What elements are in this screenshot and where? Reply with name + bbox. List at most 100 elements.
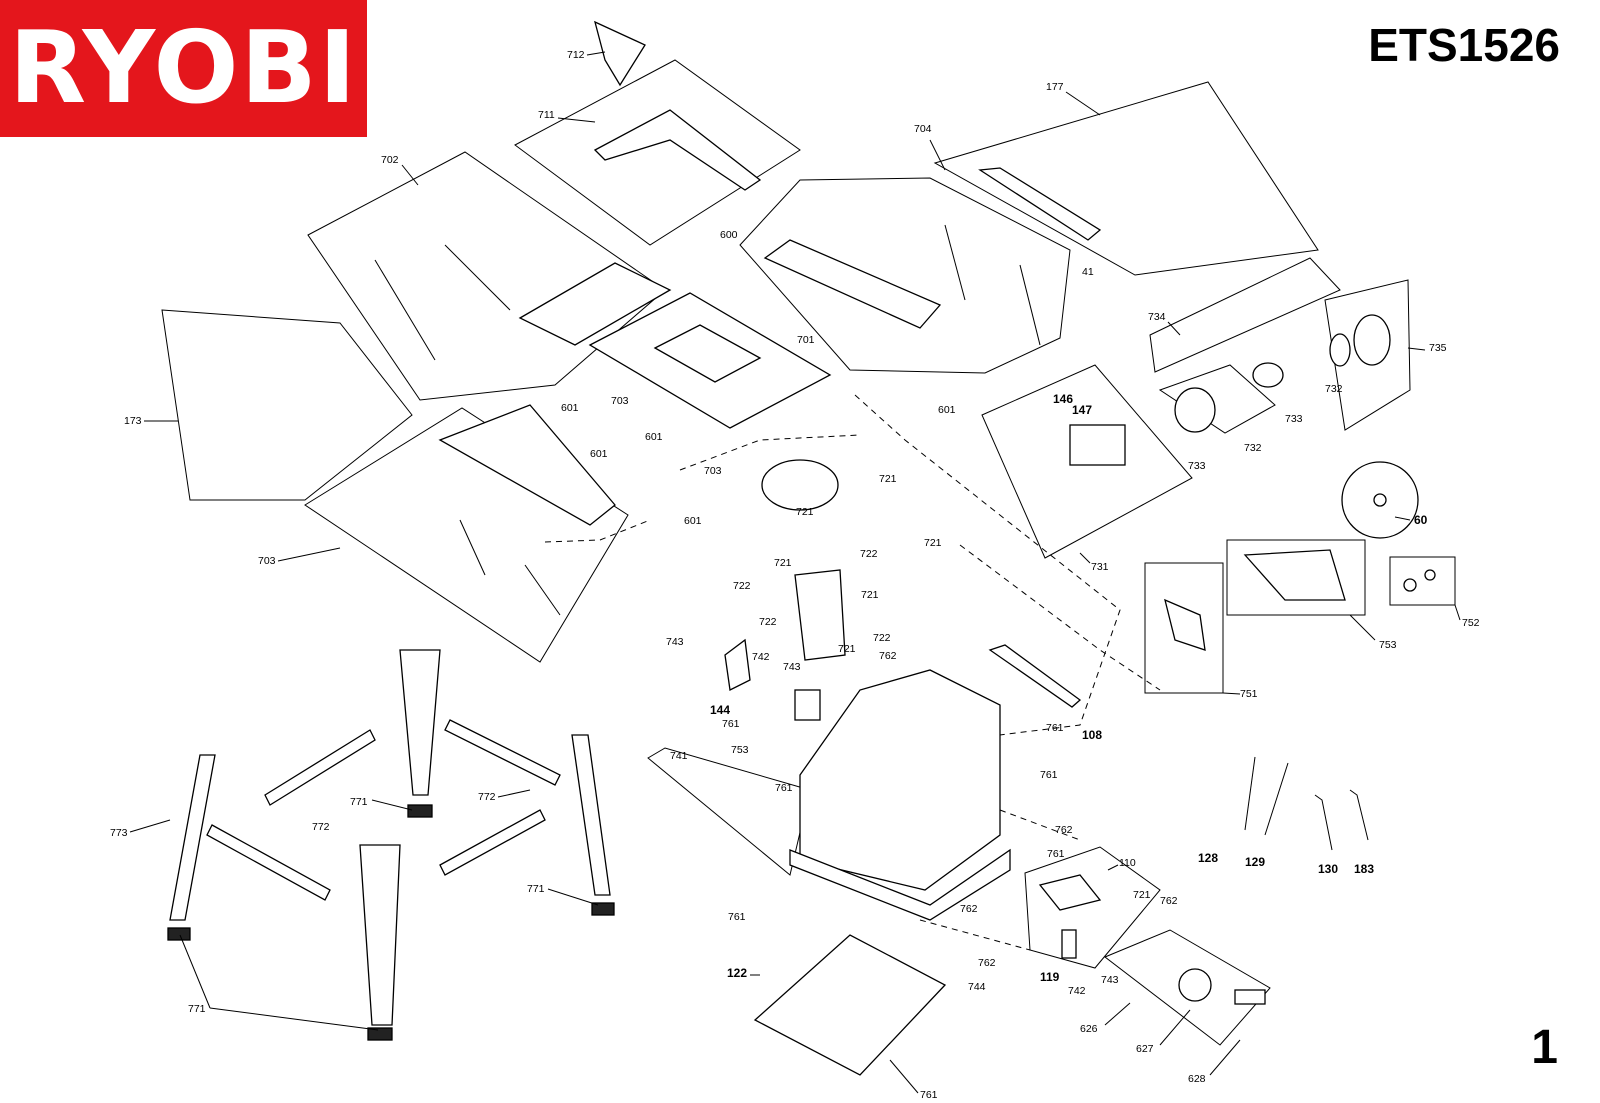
callout-627: 627 (1136, 1043, 1154, 1055)
callout-183: 183 (1354, 862, 1374, 876)
callout-732: 732 (1325, 383, 1343, 395)
support-rail (1019, 264, 1041, 346)
callout-762: 762 (1055, 824, 1073, 836)
leader-line (179, 934, 211, 1009)
page-number: 1 (1531, 1021, 1558, 1074)
callout-721: 721 (796, 506, 814, 518)
group-704-outline (739, 177, 1071, 374)
callout-173: 173 (124, 415, 142, 427)
switch-cover (724, 638, 751, 691)
callout-41: 41 (1082, 266, 1094, 278)
callout-721: 721 (879, 473, 897, 485)
group-751-outline (1144, 562, 1224, 694)
support-rail (444, 244, 511, 311)
blade-guard (1243, 549, 1346, 601)
callout-711: 711 (538, 109, 555, 121)
rear-extension-table (978, 167, 1102, 241)
callout-701: 701 (797, 334, 815, 346)
callout-744: 744 (968, 981, 986, 993)
callout-130: 130 (1318, 862, 1338, 876)
leg-foot (167, 927, 191, 941)
callout-773: 773 (110, 827, 128, 839)
stand-rail (264, 729, 376, 806)
callout-771: 771 (350, 796, 368, 808)
callout-752: 752 (1462, 617, 1480, 629)
callout-753: 753 (731, 744, 749, 756)
callout-177: 177 (1046, 81, 1064, 93)
arbor-nut (1424, 569, 1436, 581)
callout-722: 722 (759, 616, 777, 628)
leader-line (1222, 692, 1241, 695)
callout-742: 742 (752, 651, 770, 663)
leader-line (586, 51, 606, 56)
bracket-712 (594, 20, 646, 87)
callout-742: 742 (1068, 985, 1086, 997)
leader-line (277, 547, 341, 562)
leader-line (209, 1007, 379, 1031)
model-number: ETS1526 (1368, 19, 1560, 71)
callout-722: 722 (860, 548, 878, 560)
stand-rail (206, 824, 331, 901)
callout-733: 733 (1285, 413, 1303, 425)
callout-703: 703 (704, 465, 722, 477)
callout-146: 146 (1053, 392, 1073, 406)
callout-721: 721 (838, 643, 856, 655)
callout-702: 702 (381, 154, 399, 166)
assembly-line (959, 544, 1161, 691)
stand-leg (399, 649, 441, 796)
support-rail (459, 519, 486, 576)
callout-703: 703 (611, 395, 629, 407)
callout-743: 743 (1101, 974, 1119, 986)
callout-771: 771 (527, 883, 545, 895)
callout-721: 721 (924, 537, 942, 549)
support-rail (524, 564, 561, 616)
stand-leg (169, 754, 216, 921)
leader-line (1079, 552, 1091, 564)
callout-147: 147 (1072, 403, 1092, 417)
callout-721: 721 (774, 557, 792, 569)
callout-753: 753 (1379, 639, 1397, 651)
motor-can (1174, 387, 1216, 433)
stand-rail (444, 719, 561, 786)
callout-772: 772 (478, 791, 496, 803)
leader-line (1454, 604, 1461, 621)
leader-line (1349, 614, 1376, 641)
group-753-outline (1226, 539, 1366, 616)
front-extension-table (438, 404, 616, 526)
group-752-outline (1389, 556, 1456, 606)
leader-line (1159, 1009, 1191, 1046)
assembly-line (999, 809, 1081, 841)
callout-601: 601 (590, 448, 608, 460)
callout-626: 626 (1080, 1023, 1098, 1035)
leader-line (497, 789, 531, 798)
callout-722: 722 (873, 632, 891, 644)
leader-line (1104, 1002, 1131, 1026)
leader-line (1407, 347, 1426, 351)
callout-761: 761 (728, 911, 746, 923)
bottom-plate (753, 934, 947, 1076)
group-177-outline (933, 81, 1319, 276)
callout-601: 601 (938, 404, 956, 416)
stand-leg (571, 734, 611, 896)
group-173-outline (161, 309, 413, 501)
callout-119: 119 (1040, 970, 1060, 984)
table-opening (653, 324, 762, 383)
callout-761: 761 (775, 782, 793, 794)
group-741-outline (647, 747, 811, 876)
base-frame (789, 848, 1011, 921)
callout-751: 751 (1240, 688, 1258, 700)
group-711-outline (514, 59, 801, 246)
support-rail (944, 224, 966, 301)
callout-762: 762 (879, 650, 897, 662)
group-731-outline (981, 364, 1193, 559)
callout-703: 703 (258, 555, 276, 567)
leg-foot (407, 804, 433, 818)
leader-line (547, 888, 599, 906)
assembly-line (919, 919, 1031, 951)
leader-line (371, 799, 413, 811)
hex-key-130 (1314, 794, 1333, 851)
leader-line (401, 164, 419, 186)
group-110-outline (1024, 846, 1161, 969)
wrench-129 (1264, 762, 1289, 836)
callout-761: 761 (1046, 722, 1064, 734)
